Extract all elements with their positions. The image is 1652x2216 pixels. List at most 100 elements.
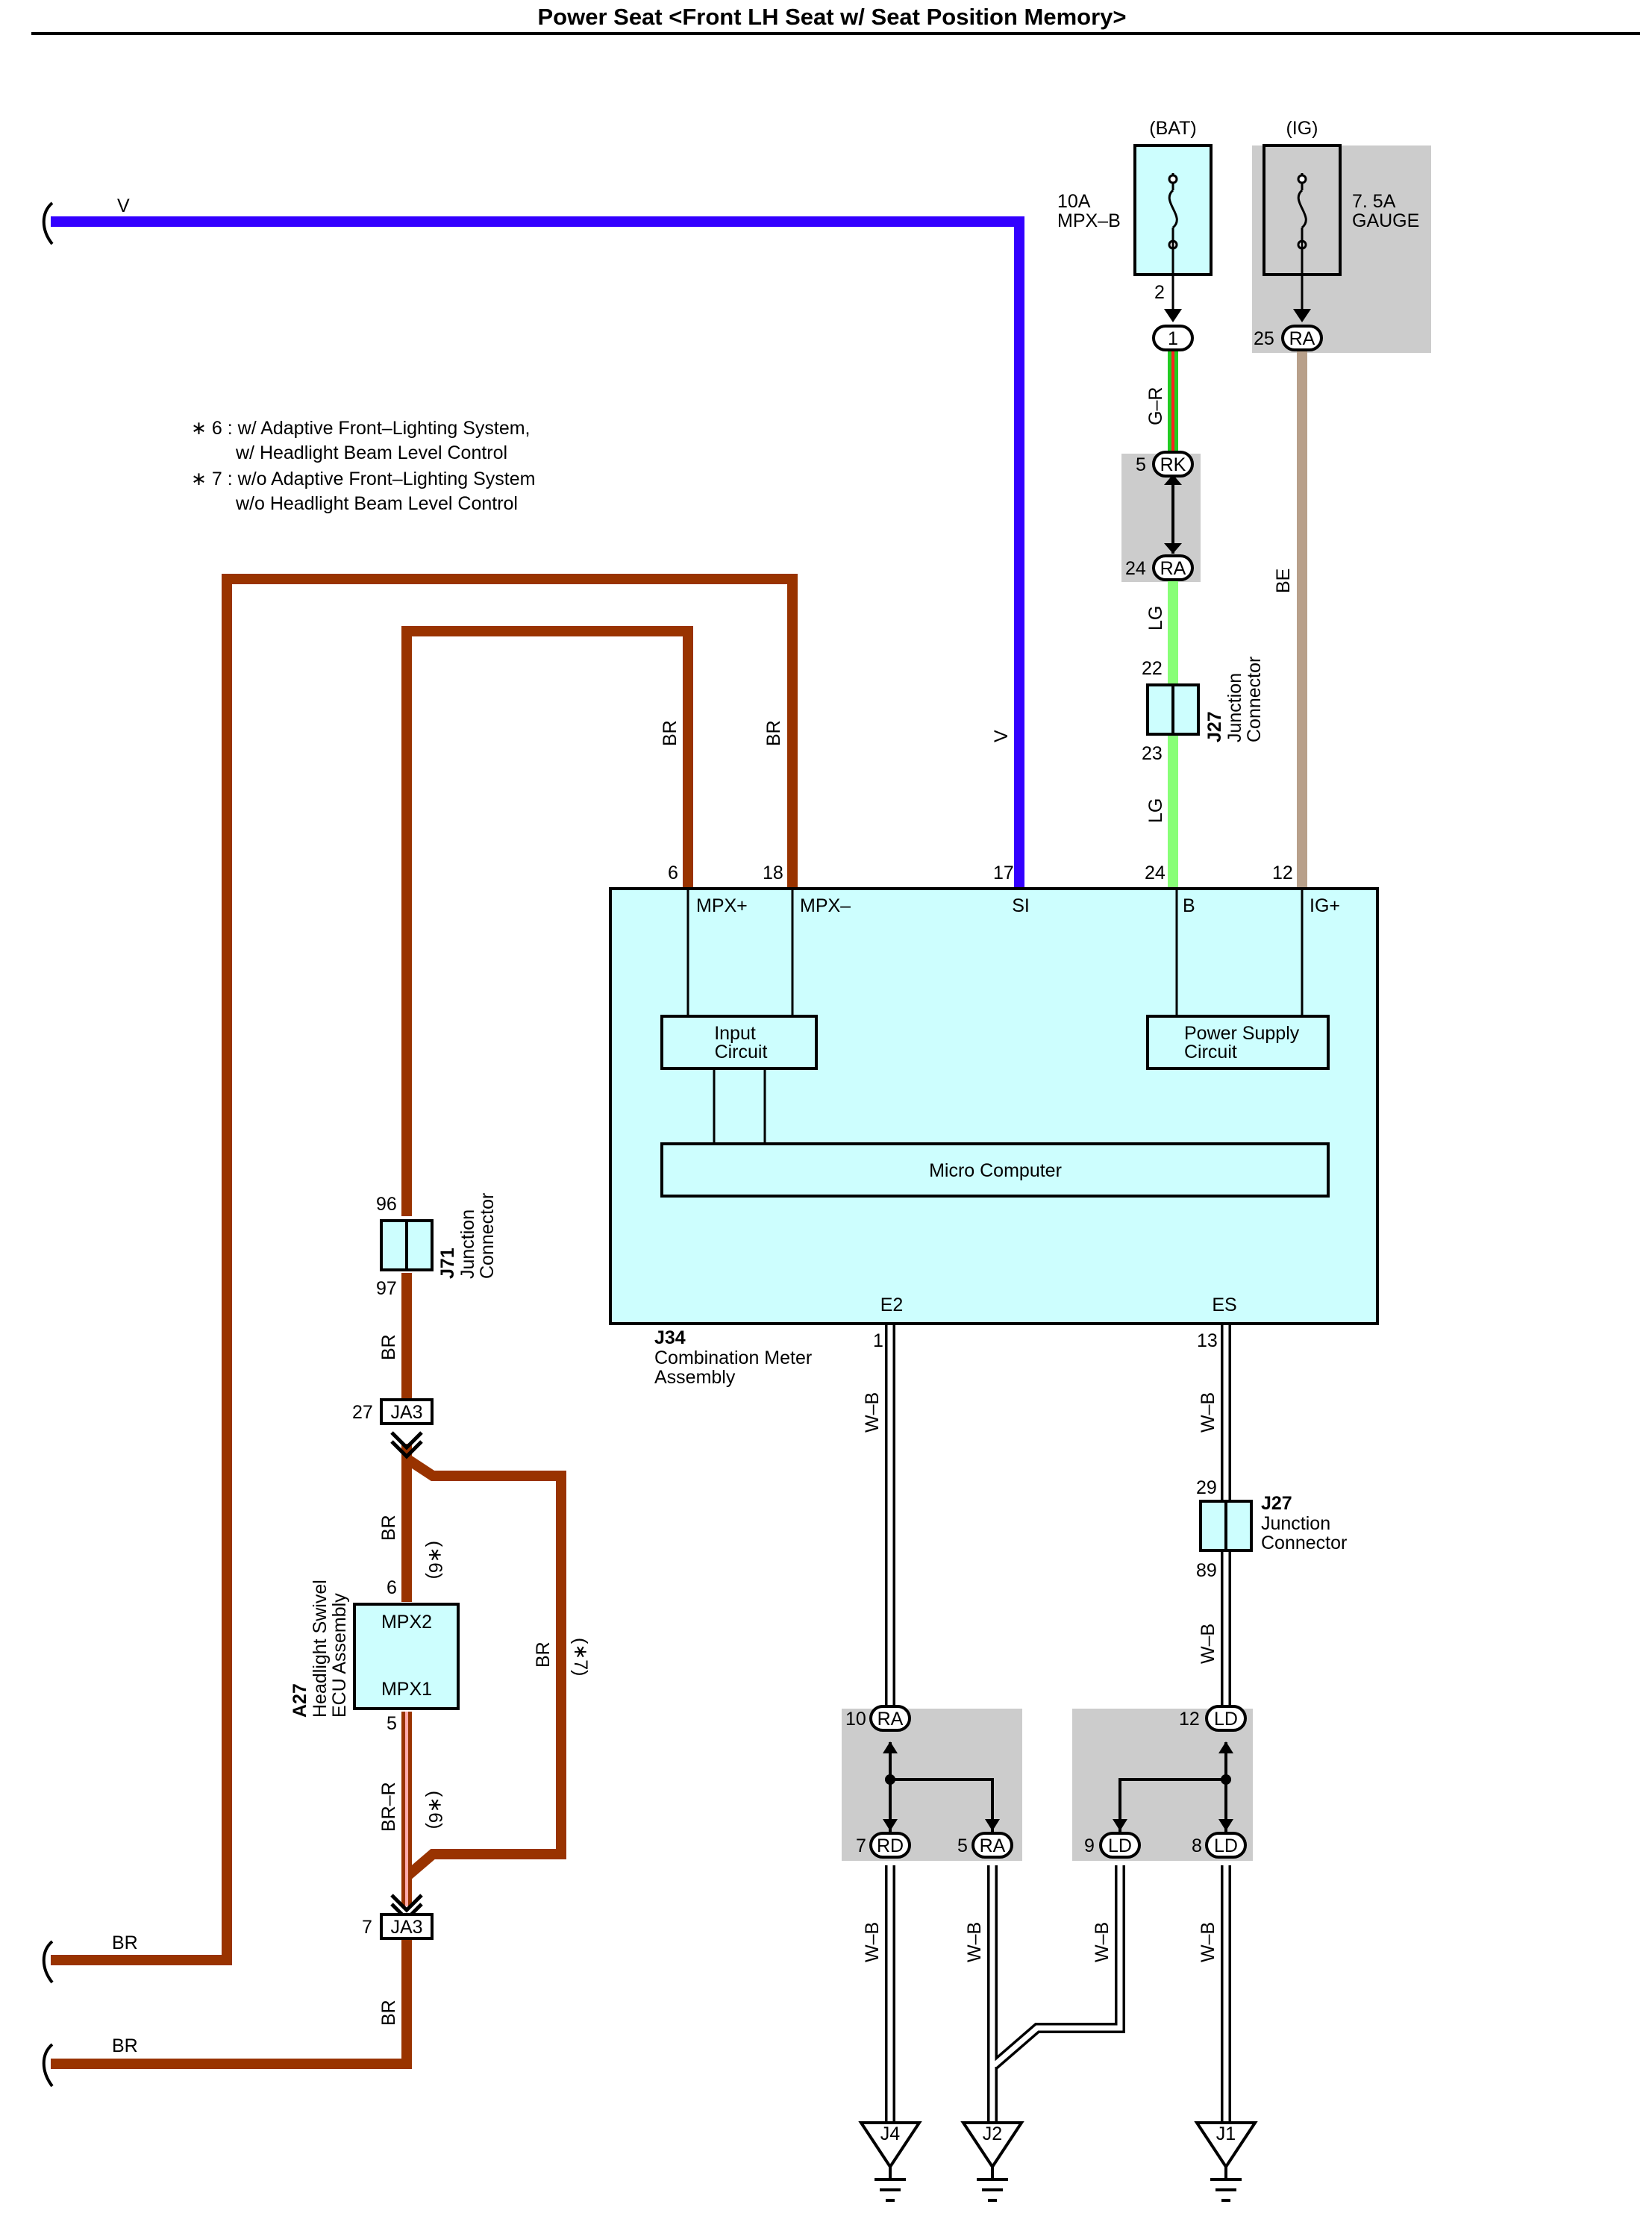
svg-text:Connector: Connector (1244, 657, 1265, 742)
wire-br-inner (401, 626, 693, 1216)
svg-text:25: 25 (1254, 328, 1274, 349)
wire-label-lg-1: LG (1145, 606, 1166, 630)
svg-text:LD: LD (1108, 1835, 1132, 1856)
svg-text:∗ 6 : w/ Adaptive Front–Lighti: ∗ 6 : w/ Adaptive Front–Lighting System, (191, 418, 531, 439)
svg-text:Circuit: Circuit (715, 1042, 768, 1062)
svg-text:Junction: Junction (457, 1209, 478, 1279)
connector-ra-5: RA 5 (957, 1832, 1013, 1859)
svg-text:7: 7 (856, 1835, 866, 1856)
joint-ra (883, 1741, 1000, 1832)
fuse-bat-source: (BAT) (1149, 118, 1196, 139)
headlight-swivel-ecu: 6 MPX2 MPX1 5 A27 Headlight Swivel ECU A… (290, 1577, 460, 1734)
svg-text:A27: A27 (290, 1683, 310, 1718)
wire-break-br1 (42, 1940, 54, 1984)
option-notes: ∗ 6 : w/ Adaptive Front–Lighting System,… (191, 418, 535, 514)
meter-code: J34 (654, 1327, 686, 1348)
ground-j4: J4 (858, 2121, 922, 2202)
connector-ja3-7: JA3 7 (362, 1894, 434, 1940)
junction-j27-bottom: 29 89 J27 Junction Connector (1196, 1477, 1347, 1581)
wire-break-br2 (42, 2043, 54, 2088)
pin-es: ES (1212, 1295, 1236, 1315)
wire-label-br-left-1: BR (112, 1932, 138, 1953)
svg-text:5: 5 (957, 1835, 968, 1856)
svg-text:7: 7 (362, 1917, 372, 1938)
svg-text:5: 5 (387, 1713, 397, 1734)
wire-label-w-b-1: W–B (862, 1392, 883, 1433)
svg-text:96: 96 (376, 1194, 397, 1215)
connector-1: 1 (1152, 325, 1194, 351)
svg-text:Connector: Connector (1261, 1533, 1347, 1553)
meter-name-2: Assembly (654, 1367, 736, 1388)
connector-ja3-27: JA3 27 (352, 1398, 434, 1459)
wire-label-w-b-4: W–B (862, 1922, 883, 1962)
joint-ld (1113, 1741, 1233, 1832)
pin-17: 17 (993, 863, 1014, 883)
power-supply-circuit (1146, 1015, 1330, 1070)
svg-text:JA3: JA3 (390, 1402, 422, 1423)
connector-ra-24: RA 24 (1125, 554, 1194, 581)
svg-text:97: 97 (376, 1278, 397, 1299)
pin-b: B (1183, 895, 1195, 916)
svg-text:10: 10 (845, 1709, 866, 1730)
svg-text:Power Supply: Power Supply (1184, 1023, 1300, 1044)
svg-text:6: 6 (387, 1577, 397, 1598)
wire-label-be: BE (1273, 569, 1294, 593)
pin-12: 12 (1272, 863, 1293, 883)
pin-ig-plus: IG+ (1310, 895, 1340, 916)
wire-br-outer (51, 574, 798, 1965)
micro-computer (660, 1142, 1330, 1198)
svg-text:Junction: Junction (1224, 673, 1245, 742)
wire-label-br-6: BR (378, 2000, 399, 2026)
svg-text:27: 27 (352, 1402, 373, 1423)
wire-v (51, 216, 1024, 889)
pin-24: 24 (1145, 863, 1166, 883)
wire-label-br-4: BR (378, 1515, 399, 1541)
fuse-mpx-b: (BAT) 10A MPX–B 2 (1057, 118, 1213, 322)
svg-text:24: 24 (1125, 558, 1146, 579)
svg-text:RK: RK (1160, 454, 1186, 475)
pin-13: 13 (1197, 1330, 1218, 1351)
connector-rk-5: RK 5 (1136, 451, 1194, 478)
connector-rd-7: RD 7 (856, 1832, 911, 1859)
svg-text:J27: J27 (1204, 711, 1225, 742)
svg-text:5: 5 (1136, 454, 1146, 475)
svg-text:LD: LD (1214, 1709, 1238, 1730)
fuse-bat-pin: 2 (1154, 282, 1165, 303)
svg-text:12: 12 (1179, 1709, 1200, 1730)
svg-text:1: 1 (1168, 328, 1178, 349)
fuse-ig-name: GAUGE (1352, 210, 1419, 231)
pin-6: 6 (668, 863, 678, 883)
junction-j27-top: 22 23 J27 Junction Connector (1142, 657, 1265, 764)
svg-text:MPX1: MPX1 (381, 1679, 432, 1700)
wire-br-bypass (403, 1454, 566, 1881)
wire-label-w-b-5: W–B (964, 1922, 985, 1962)
svg-text:w/ Headlight Beam Level Contro: w/ Headlight Beam Level Control (235, 442, 507, 463)
fuse-ig-source: (IG) (1286, 118, 1318, 139)
fuse-gauge: (IG) 7. 5A GAUGE (1263, 118, 1419, 322)
svg-text:RA: RA (1289, 328, 1315, 349)
wire-label-w-b-7: W–B (1198, 1922, 1218, 1962)
pin-e2: E2 (880, 1295, 904, 1315)
svg-text:J71: J71 (437, 1248, 458, 1279)
svg-text:Junction: Junction (1261, 1513, 1330, 1534)
fuse-bat-rating: 10A (1057, 191, 1091, 212)
svg-text:w/o Headlight Beam Level Contr: w/o Headlight Beam Level Control (235, 493, 518, 514)
wire-label-lg-2: LG (1145, 798, 1166, 823)
svg-text:Connector: Connector (477, 1193, 498, 1279)
connector-ra-10: RA 10 (845, 1705, 911, 1732)
connector-ld-12: LD 12 (1179, 1705, 1247, 1732)
wire-label-br-r: BR–R (378, 1782, 399, 1832)
junction-j71: 96 97 J71 Junction Connector (376, 1193, 498, 1299)
wire-label-br-1: BR (660, 720, 680, 746)
svg-text:J2: J2 (983, 2123, 1002, 2144)
svg-text:ECU Assembly: ECU Assembly (329, 1593, 350, 1718)
meter-name-1: Combination Meter (654, 1348, 812, 1368)
combination-meter-assembly: Input Circuit Power Supply Circuit Micro… (609, 863, 1379, 1388)
wire-break-v (42, 201, 54, 245)
option-label-6b: (∗6) (425, 1791, 445, 1830)
option-label-7: (∗7) (570, 1638, 591, 1677)
fuse-ig-rating: 7. 5A (1352, 191, 1396, 212)
ground-j1: J1 (1194, 2121, 1258, 2202)
pin-18: 18 (763, 863, 783, 883)
